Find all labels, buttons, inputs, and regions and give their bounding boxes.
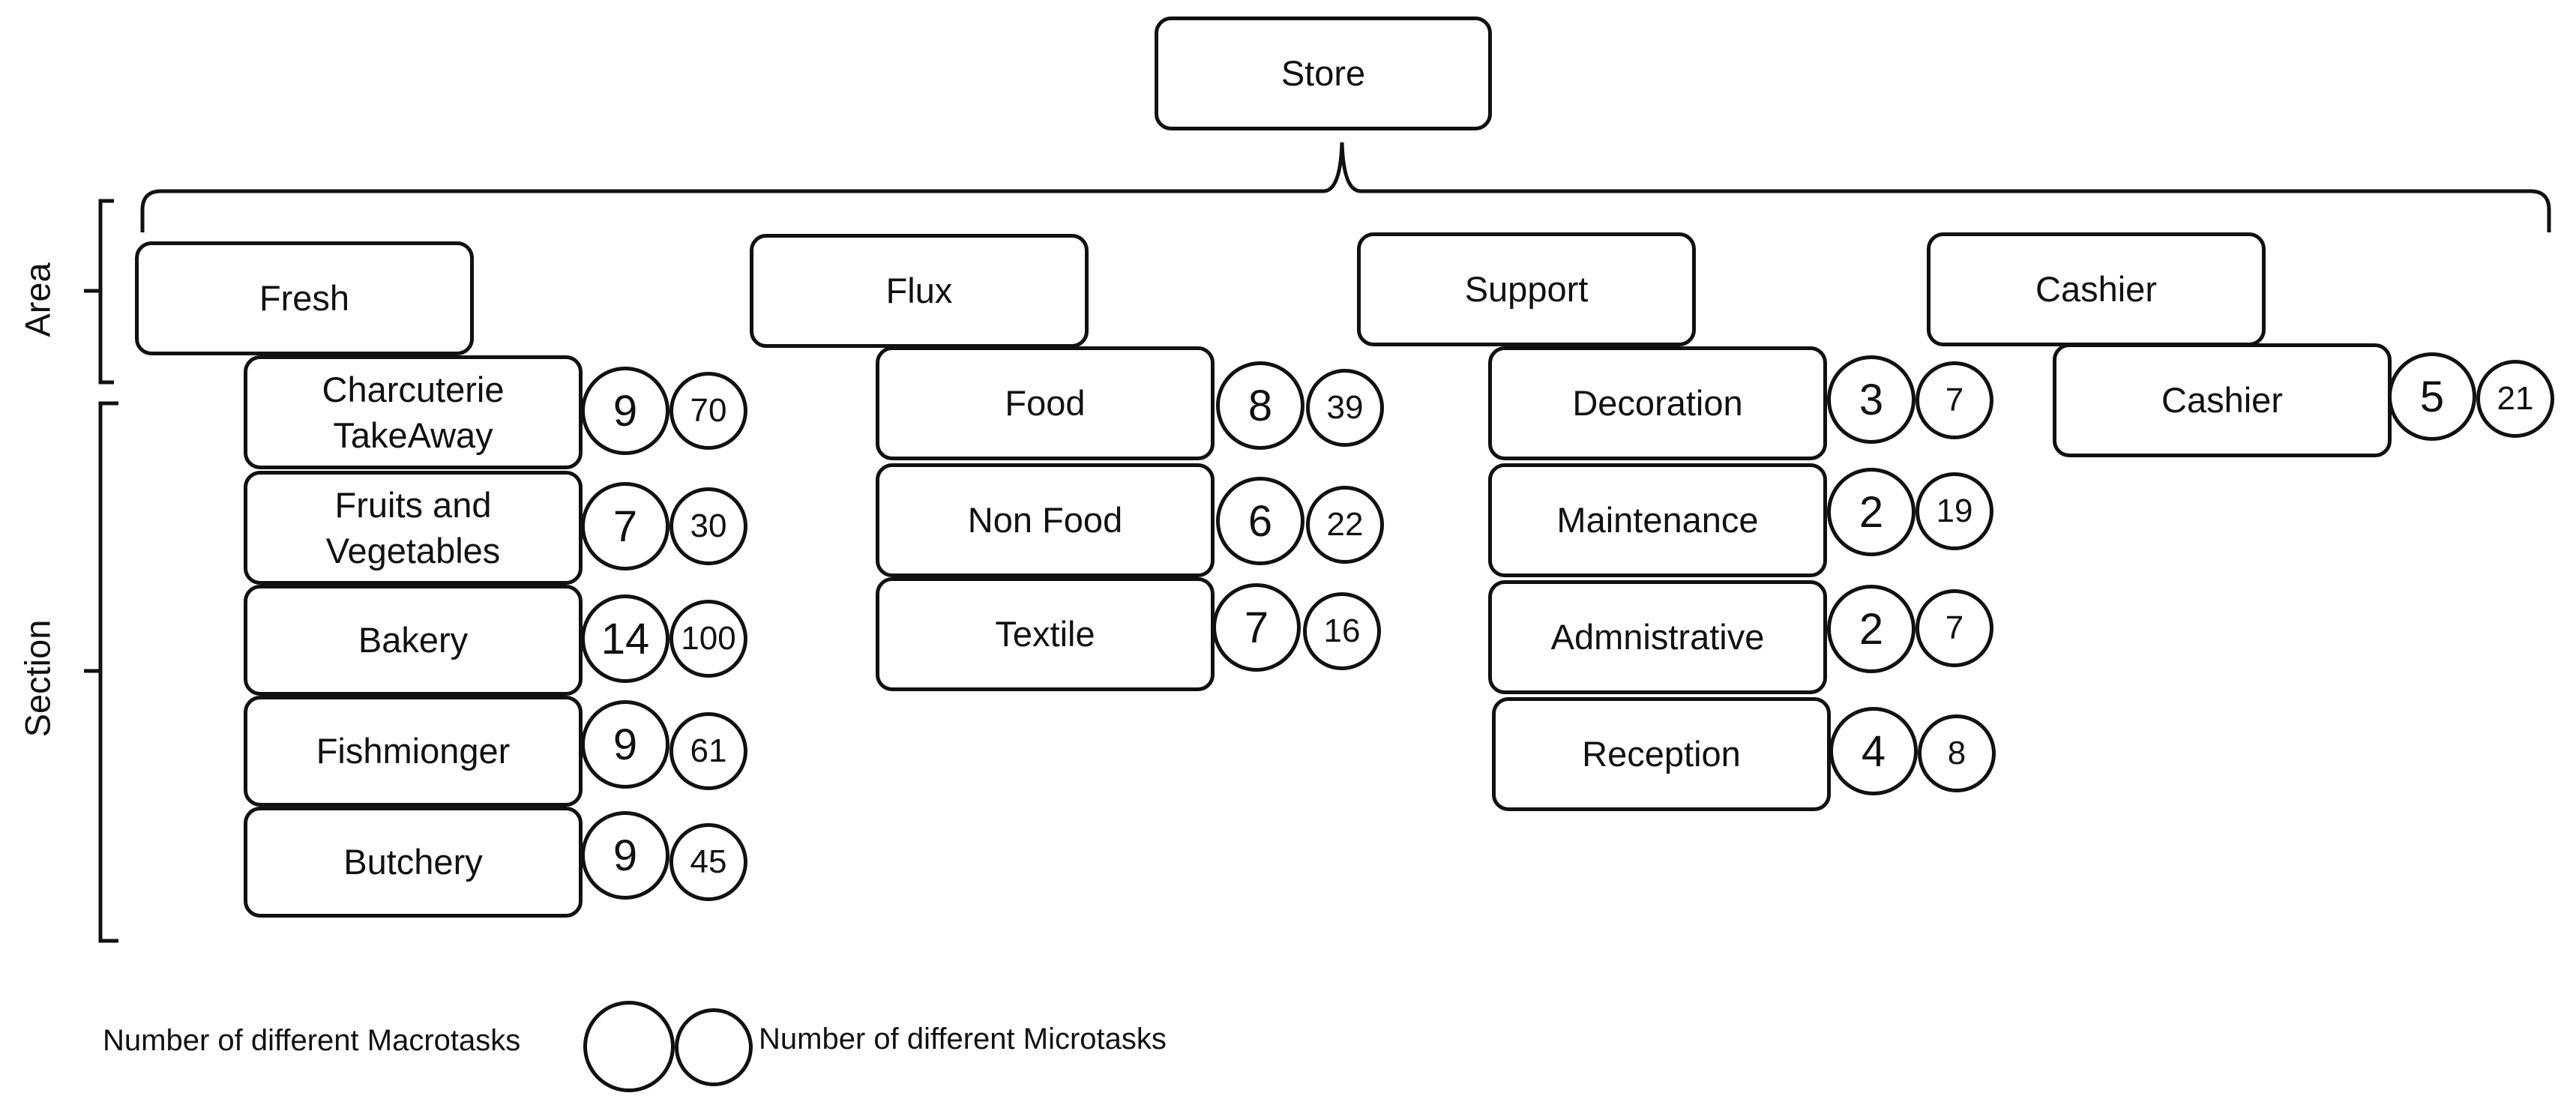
- micro-count-badge: 21: [2476, 360, 2554, 438]
- micro-count-badge: 39: [1306, 369, 1384, 447]
- area-axis-label: Area: [17, 262, 58, 337]
- legend-micro-circle: [675, 1008, 753, 1086]
- section-node-fruits-and-vegetables: Fruits and Vegetables: [244, 471, 583, 585]
- section-node-fishmionger: Fishmionger: [244, 696, 583, 807]
- section-node-bakery: Bakery: [244, 585, 583, 696]
- section-node-cashier: Cashier: [2053, 343, 2392, 457]
- section-axis-label: Section: [17, 619, 58, 738]
- section-node-food: Food: [876, 346, 1215, 460]
- section-node-butchery: Butchery: [244, 807, 583, 918]
- legend-macro-circle: [583, 1001, 675, 1092]
- micro-count-badge: 45: [669, 823, 747, 901]
- area-group-brace: [140, 142, 2551, 232]
- legend-micro-label: Number of different Microtasks: [759, 1023, 1167, 1056]
- section-node-maintenance: Maintenance: [1488, 463, 1827, 577]
- macro-count-badge: 9: [581, 367, 669, 455]
- micro-count-badge: 100: [669, 600, 747, 678]
- area-node-support: Support: [1357, 232, 1696, 346]
- area-node-flux: Flux: [750, 234, 1089, 348]
- macro-count-badge: 2: [1827, 585, 1916, 673]
- legend-macro-label: Number of different Macrotasks: [103, 1024, 521, 1057]
- macro-count-badge: 3: [1827, 355, 1916, 444]
- micro-count-badge: 30: [669, 487, 747, 565]
- macro-count-badge: 9: [581, 811, 669, 900]
- macro-count-badge: 7: [1212, 583, 1301, 672]
- macro-count-badge: 14: [581, 594, 669, 683]
- macro-count-badge: 4: [1829, 707, 1918, 795]
- macro-count-badge: 9: [581, 700, 669, 789]
- macro-count-badge: 6: [1216, 477, 1304, 565]
- micro-count-badge: 70: [669, 372, 747, 450]
- macro-count-badge: 2: [1827, 468, 1916, 556]
- area-axis-bracket: [84, 199, 114, 385]
- micro-count-badge: 8: [1918, 714, 1996, 792]
- section-node-textile: Textile: [876, 577, 1215, 691]
- section-axis-bracket: [84, 401, 118, 943]
- section-node-reception: Reception: [1492, 697, 1831, 811]
- micro-count-badge: 7: [1916, 361, 1993, 439]
- micro-count-badge: 7: [1916, 589, 1993, 667]
- store-node: Store: [1155, 16, 1492, 130]
- area-node-fresh: Fresh: [135, 241, 474, 355]
- micro-count-badge: 19: [1916, 472, 1993, 550]
- macro-count-badge: 8: [1216, 361, 1304, 450]
- macro-count-badge: 7: [581, 482, 669, 570]
- micro-count-badge: 61: [669, 712, 747, 790]
- micro-count-badge: 16: [1303, 592, 1381, 670]
- section-node-admnistrative: Admnistrative: [1488, 580, 1827, 694]
- section-node-non-food: Non Food: [876, 463, 1215, 577]
- micro-count-badge: 22: [1306, 486, 1384, 564]
- area-node-cashier: Cashier: [1927, 232, 2266, 346]
- section-node-charcuterie-takeaway: Charcuterie TakeAway: [244, 355, 583, 469]
- macro-count-badge: 5: [2388, 352, 2476, 441]
- section-node-decoration: Decoration: [1488, 346, 1827, 460]
